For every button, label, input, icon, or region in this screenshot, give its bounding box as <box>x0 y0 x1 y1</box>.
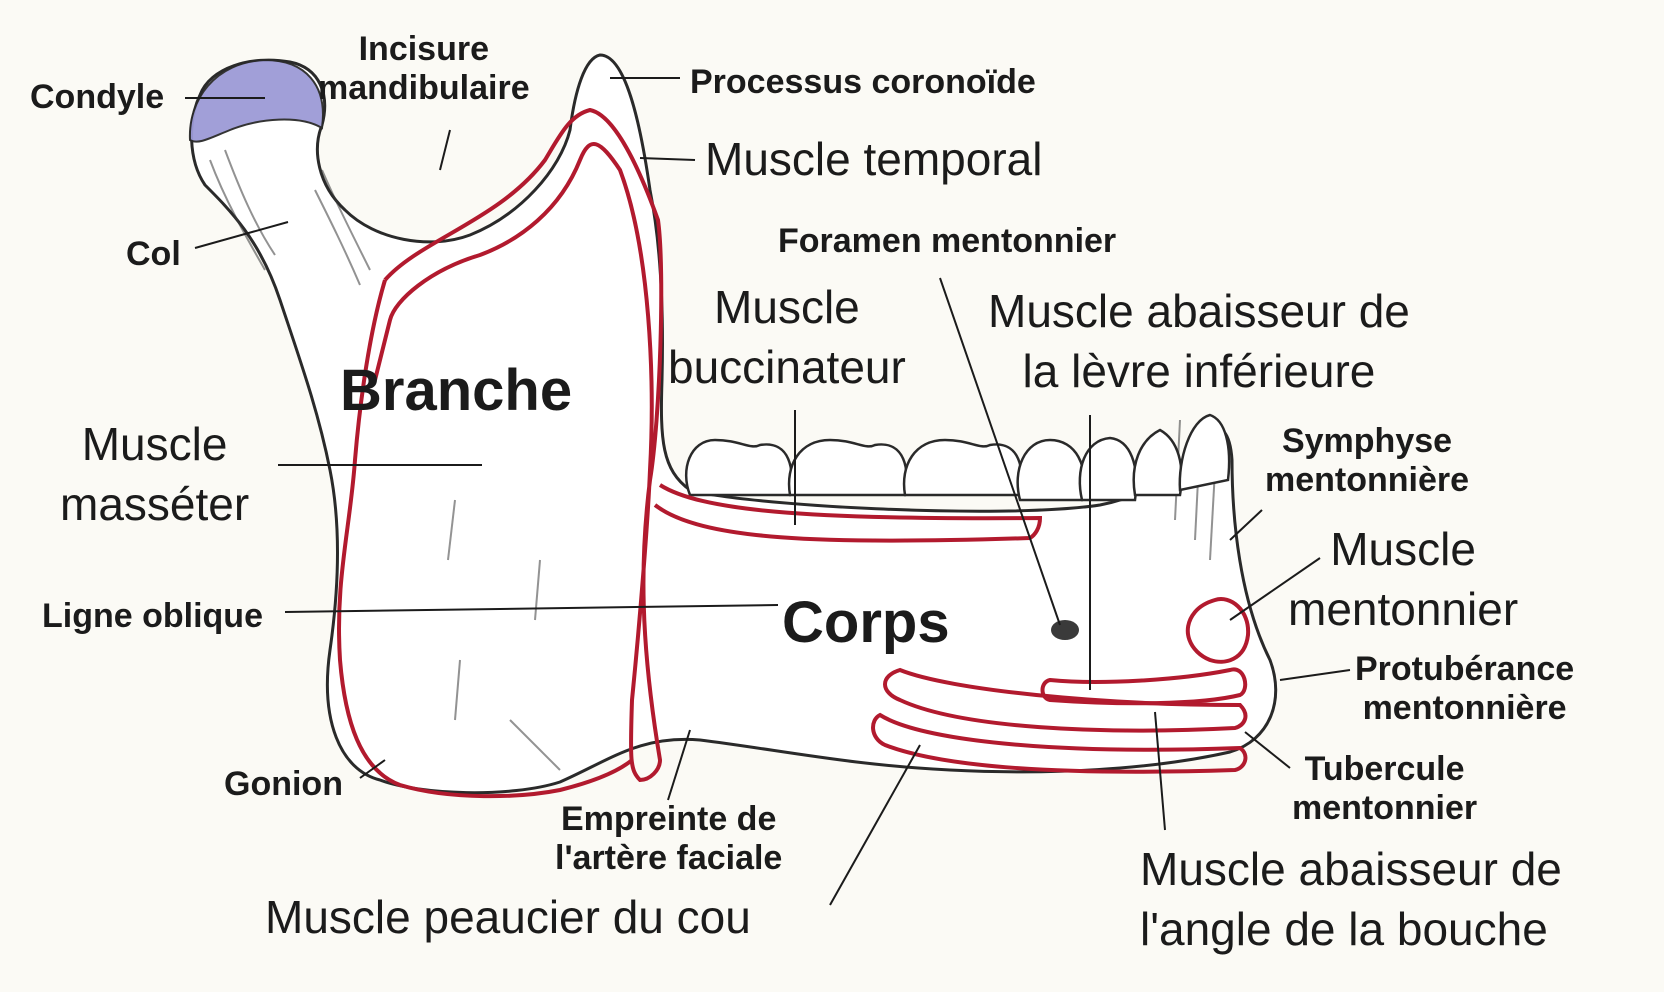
label-gonion: Gonion <box>224 765 343 803</box>
temporal-attachment <box>373 107 664 783</box>
leader-mentalis <box>1229 557 1321 621</box>
mental-foramen <box>1051 620 1079 640</box>
leader-lines <box>185 77 1351 906</box>
leader-foramen <box>939 277 1061 626</box>
leader-oblique <box>284 604 779 613</box>
masseter-attachment <box>336 279 634 799</box>
platysma-attachment <box>871 712 1248 774</box>
muscle-attachments <box>336 107 1251 799</box>
teeth <box>685 413 1231 502</box>
label-muscle-temporal: Muscle temporal <box>705 133 1043 185</box>
label-branche: Branche <box>340 358 573 423</box>
leader-depressor-angle <box>1154 711 1166 831</box>
label-condyle: Condyle <box>30 78 165 116</box>
mentalis-ring <box>1185 597 1251 664</box>
leader-symphysis <box>1229 509 1263 541</box>
label-corps: Corps <box>782 590 950 655</box>
condyle-cap <box>188 58 324 143</box>
depressor-lip-attachment <box>1040 667 1248 706</box>
leader-facial-artery <box>667 729 691 801</box>
leader-incisure <box>439 129 451 171</box>
label-col: Col <box>126 235 181 273</box>
label-foramen-mentonnier: Foramen mentonnier <box>778 222 1117 260</box>
label-processus-coronoide: Processus coronoïde <box>690 63 1036 101</box>
mandible-outline <box>190 53 1278 795</box>
label-ligne-oblique: Ligne oblique <box>42 597 263 635</box>
label-muscle-peaucier-du-cou: Muscle peaucier du cou <box>265 891 751 943</box>
depressor-angle-attachment <box>883 667 1248 733</box>
leader-col <box>194 221 289 249</box>
leader-temporal <box>639 157 696 161</box>
leader-tubercle <box>1244 731 1291 769</box>
buccinator-attachment <box>653 483 1043 543</box>
leader-platysma <box>829 744 921 906</box>
leader-protuberance <box>1279 669 1351 681</box>
leader-gonion <box>359 759 386 779</box>
